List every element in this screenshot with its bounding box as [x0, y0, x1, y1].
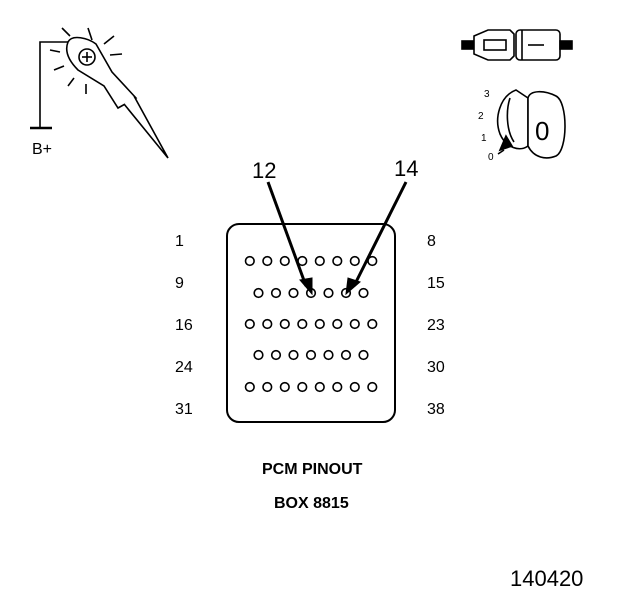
pin-hole: [270, 349, 282, 361]
callout-arrow-14: [352, 181, 408, 287]
pin-hole: [279, 381, 290, 393]
ignition-position-1: 1: [481, 133, 487, 144]
pin-label-right-row3: 23: [427, 317, 445, 334]
pin-label-left-row1: 1: [175, 233, 184, 250]
test-light-icon: [30, 27, 169, 159]
pin-hole: [297, 381, 308, 393]
callout-arrows: [266, 181, 408, 296]
ignition-position-2: 2: [478, 111, 484, 122]
pin-label-right-row4: 30: [427, 359, 445, 376]
callout-arrowhead-14: [345, 277, 361, 296]
pin-hole: [297, 318, 308, 330]
pin-hole: [340, 349, 352, 361]
pin-hole: [305, 349, 317, 361]
pin-hole: [332, 381, 343, 393]
ignition-key-icon: [496, 89, 566, 159]
callout-arrowhead-12: [299, 277, 313, 296]
pin-label-right-row1: 8: [427, 233, 436, 250]
caption-title: PCM PINOUT: [262, 461, 363, 478]
callout-label-12: 12: [252, 158, 277, 183]
pin-hole: [262, 381, 273, 393]
pin-hole: [244, 255, 255, 267]
connector-icon: [461, 29, 573, 61]
pcm-connector-body: [226, 223, 396, 423]
key-position-label: 0: [535, 116, 550, 146]
pin-hole: [262, 255, 273, 267]
caption-subtitle: BOX 8815: [274, 495, 349, 512]
pin-hole: [314, 255, 325, 267]
pin-hole: [332, 255, 343, 267]
pin-hole: [279, 318, 290, 330]
pin-hole: [332, 318, 343, 330]
pin-label-left-row5: 31: [175, 401, 193, 418]
pin-hole: [244, 381, 255, 393]
callout-label-14: 14: [394, 156, 419, 181]
pin-hole: [367, 381, 378, 393]
pin-hole: [253, 349, 264, 361]
pin-hole: [349, 318, 360, 330]
ignition-position-3: 3: [484, 89, 490, 100]
pin-hole: [279, 255, 290, 267]
pin-hole: [253, 287, 264, 299]
b-plus-label: B+: [32, 141, 53, 158]
pin-hole: [358, 349, 369, 361]
pin-hole: [270, 287, 282, 299]
callout-arrow-12: [266, 181, 308, 287]
pin-hole: [244, 318, 255, 330]
pin-label-left-row3: 16: [175, 317, 193, 334]
pin-hole: [349, 255, 360, 267]
pin-hole: [314, 318, 325, 330]
pin-hole: [314, 381, 325, 393]
pin-hole: [288, 349, 299, 361]
pin-label-left-row2: 9: [175, 275, 184, 292]
pin-label-right-row2: 15: [427, 275, 445, 292]
pin-hole: [358, 287, 369, 299]
pin-hole: [323, 287, 334, 299]
pin-hole: [262, 318, 273, 330]
pin-hole: [323, 349, 334, 361]
pin-hole: [367, 318, 378, 330]
figure-number: 140420: [510, 566, 584, 591]
pin-hole: [288, 287, 299, 299]
pin-hole: [349, 381, 360, 393]
pin-group: [244, 255, 378, 393]
pin-label-left-row4: 24: [175, 359, 193, 376]
pin-label-right-row5: 38: [427, 401, 445, 418]
ignition-position-0: 0: [488, 152, 494, 163]
